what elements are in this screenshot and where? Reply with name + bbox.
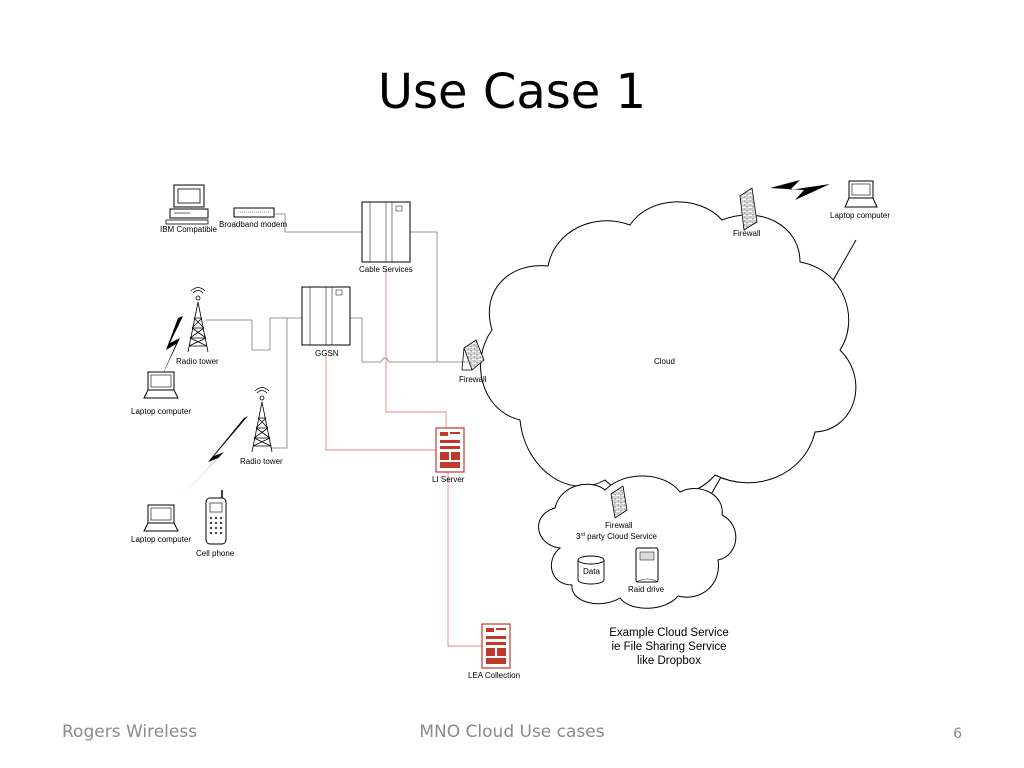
radio-tower-icon [251, 387, 273, 453]
firewall-main-label: Firewall [459, 375, 487, 384]
firewall-top-label: Firewall [733, 229, 761, 238]
example-caption-line-1: Example Cloud Service [609, 627, 729, 639]
cloud-shape: Cloud [480, 201, 857, 499]
radio-tower-2-label: Radio tower [240, 457, 283, 466]
cable-to-firewall-link [410, 231, 438, 362]
li-to-lea-link [447, 470, 484, 647]
lea-collection-label: LEA Collection [468, 671, 520, 680]
firewall-icon [610, 485, 628, 519]
example-caption-line-2: ie File Sharing Service [611, 641, 726, 653]
example-caption-line-3: like Dropbox [637, 655, 701, 667]
cable-to-li-link [385, 270, 447, 430]
footer-center-text: MNO Cloud Use cases [419, 722, 605, 742]
firewall-icon [739, 187, 758, 231]
laptop-3-label: Laptop computer [830, 211, 890, 220]
data-label: Data [583, 567, 600, 576]
ggsn-to-li-link [325, 356, 438, 451]
cable-services-label: Cable Services [359, 265, 413, 274]
raid-drive-label: Raid drive [628, 585, 665, 594]
radio-tower-icon [187, 287, 209, 353]
cell-phone-label: Cell phone [196, 549, 235, 558]
ggsn-server-icon [301, 286, 351, 346]
broadband-modem-label: Broadband modem [219, 220, 287, 229]
cell-phone-icon [205, 490, 227, 545]
laptop-1-label: Laptop computer [131, 407, 191, 416]
ibm-compatible-label: IBM Compatible [160, 225, 217, 234]
slide-title: Use Case 1 [377, 64, 647, 120]
tower2-to-ggsn-link [270, 318, 288, 449]
footer-left-text: Rogers Wireless [62, 722, 198, 742]
li-server-label: LI Server [432, 475, 465, 484]
cable-services-server-icon [361, 201, 411, 263]
radio-tower-1-label: Radio tower [176, 357, 219, 366]
laptop-2-label: Laptop computer [131, 535, 191, 544]
modem-icon [233, 207, 275, 218]
li-links [325, 270, 484, 647]
desktop-computer-icon [165, 184, 209, 225]
firewall-third-label: Firewall [605, 521, 633, 530]
lightning-bolt-icon [770, 180, 830, 200]
ggsn-label: GGSN [315, 349, 339, 358]
lightning-bolt-icon [180, 416, 248, 498]
raid-drive-icon [635, 547, 659, 583]
tower1-to-ggsn-link [206, 317, 302, 351]
li-server-icon [435, 427, 465, 473]
third-party-label: 3rd party Cloud Service [576, 532, 657, 541]
laptop-icon [143, 371, 179, 399]
cloud-label: Cloud [654, 357, 675, 366]
lea-collection-server-icon [481, 623, 511, 669]
page-number: 6 [953, 726, 962, 742]
laptop-icon [844, 180, 878, 208]
ggsn-to-firewall-link [350, 317, 468, 363]
database-icon [577, 555, 605, 585]
laptop-icon [143, 504, 179, 532]
firewall-icon [461, 339, 485, 371]
lightning-bolt-icon [161, 316, 183, 378]
